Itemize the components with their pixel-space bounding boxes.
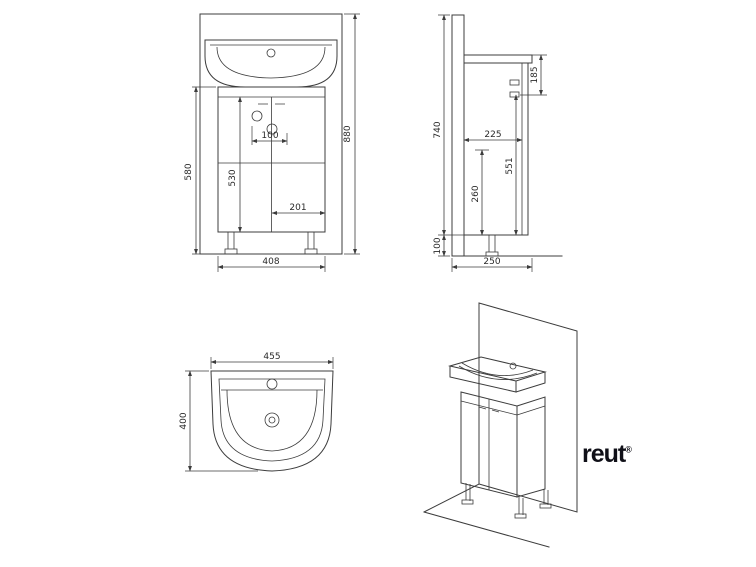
side-dimensions: 740 100 185 225 551 260 250 bbox=[433, 14, 547, 272]
iso-foot-front-right bbox=[514, 513, 527, 519]
front-view bbox=[199, 13, 343, 255]
side-foot bbox=[485, 251, 499, 257]
iso-sink-rim bbox=[449, 365, 546, 393]
top-drain-outer bbox=[264, 412, 280, 428]
side-view bbox=[451, 14, 563, 257]
side-hinge-upper bbox=[509, 79, 520, 86]
front-dim-cabinet-height: 580 bbox=[184, 163, 194, 180]
front-dim-hole-spacing: 100 bbox=[261, 131, 278, 141]
brand-logo: reut® bbox=[582, 442, 632, 467]
top-sink-bowl bbox=[221, 389, 323, 452]
perspective-view bbox=[423, 302, 578, 548]
side-sink-profile bbox=[463, 54, 533, 64]
side-dim-front-height: 551 bbox=[505, 157, 515, 174]
front-faucet-hole bbox=[266, 48, 276, 58]
iso-foot-back-right bbox=[539, 503, 552, 509]
front-legs bbox=[227, 232, 315, 249]
side-dim-top-section: 185 bbox=[530, 66, 540, 83]
iso-cabinet-side bbox=[516, 396, 546, 498]
top-view bbox=[210, 370, 334, 472]
side-dim-leg-height: 100 bbox=[433, 237, 443, 254]
front-left-foot bbox=[224, 248, 238, 255]
front-mount-hole-2 bbox=[266, 123, 278, 135]
front-dimensions: 880 580 530 100 201 408 bbox=[184, 13, 360, 272]
side-dim-depth: 250 bbox=[483, 257, 500, 267]
top-extension-lines bbox=[185, 357, 334, 472]
side-extension-lines bbox=[438, 14, 547, 272]
top-dimensions: 455 400 bbox=[179, 352, 334, 472]
top-sink-outer bbox=[210, 370, 334, 472]
side-cabinet-outline bbox=[463, 62, 529, 236]
iso-sink-bowl bbox=[458, 362, 538, 380]
side-dim-inner-depth: 225 bbox=[484, 130, 501, 140]
iso-cabinet-details bbox=[460, 399, 546, 490]
side-dim-lower-section: 260 bbox=[471, 185, 481, 202]
front-extension-lines bbox=[192, 13, 360, 272]
top-faucet-hole bbox=[266, 378, 278, 390]
front-sink-bowl bbox=[210, 44, 332, 79]
front-mount-hole-1 bbox=[251, 110, 263, 122]
front-right-foot bbox=[304, 248, 318, 255]
side-back-panel bbox=[451, 14, 465, 257]
brand-logo-text: reut bbox=[582, 440, 626, 468]
side-leg bbox=[488, 235, 496, 252]
top-dim-depth: 400 bbox=[179, 412, 189, 429]
top-dim-width: 455 bbox=[263, 352, 280, 362]
brand-logo-mark: ® bbox=[625, 444, 632, 455]
iso-back-panel bbox=[478, 302, 578, 513]
iso-faucet-hole bbox=[509, 362, 517, 370]
front-dim-door-width: 201 bbox=[289, 203, 306, 213]
side-hinge-lower bbox=[509, 91, 520, 98]
front-dim-width: 408 bbox=[262, 257, 279, 267]
front-back-panel bbox=[199, 13, 343, 255]
iso-foot-front-left bbox=[461, 499, 474, 505]
front-dim-total-height: 880 bbox=[343, 125, 353, 142]
side-dim-panel-height: 740 bbox=[433, 121, 443, 138]
top-drain-inner bbox=[268, 416, 276, 424]
front-cabinet-details bbox=[218, 96, 325, 232]
top-sink-inner-rim bbox=[218, 378, 326, 462]
front-dim-inner-height: 530 bbox=[228, 169, 238, 186]
front-sink-outline bbox=[204, 39, 338, 88]
iso-legs bbox=[465, 483, 549, 515]
